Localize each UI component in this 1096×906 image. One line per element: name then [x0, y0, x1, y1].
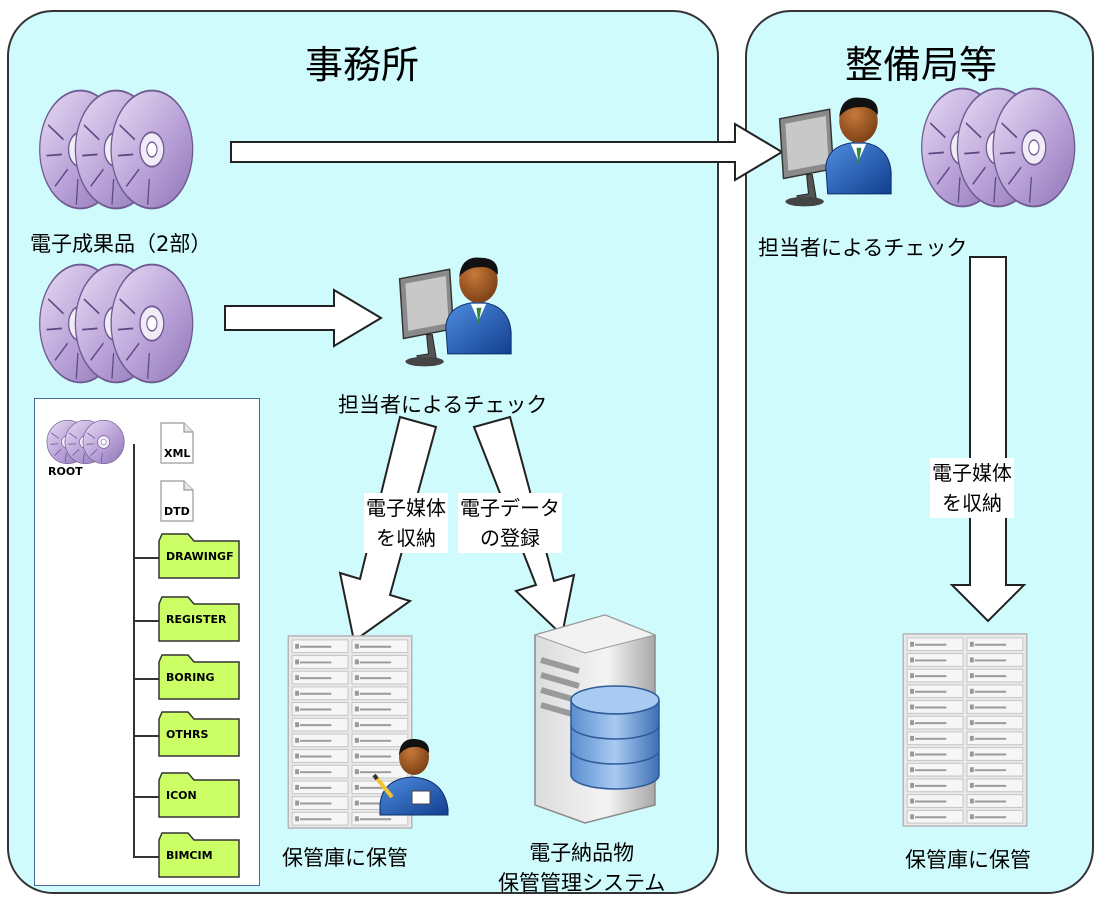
disc-stack-1-icon [38, 82, 208, 217]
bureau-title: 整備局等 [845, 43, 998, 87]
storage-office-label: 保管庫に保管 [282, 846, 408, 870]
delivery-system-label: 電子納品物 保管管理システム [498, 838, 665, 898]
folder-register-icon: REGISTER [158, 596, 240, 642]
disc-stack-3-icon [920, 80, 1090, 215]
arrow-to-office-check-icon [224, 288, 383, 348]
server-database-icon [505, 605, 665, 825]
electronic-deliverables-label: 電子成果品（2部） [30, 232, 212, 256]
root-disc-icon [46, 417, 132, 467]
store-media-office-line-2: を収納 [376, 526, 436, 550]
disc-stack-2-icon [38, 256, 208, 391]
register-data-line-1: 電子データ [460, 496, 560, 520]
staff-writing-icon [372, 738, 449, 816]
check-by-staff-bureau-label: 担当者によるチェック [758, 236, 968, 260]
check-by-staff-office-label: 担当者によるチェック [338, 393, 548, 417]
tree-branch [133, 620, 159, 622]
file-dtd-icon: DTD [160, 480, 194, 522]
arrow-store-media-bureau-icon [949, 256, 1027, 623]
tree-trunk [133, 444, 135, 856]
file-label: XML [164, 447, 191, 460]
register-data-line-2: の登録 [480, 526, 540, 550]
folder-bimcim-icon: BIMCIM [158, 832, 240, 878]
file-label: DTD [164, 505, 190, 518]
tree-branch [133, 678, 159, 680]
folder-label: DRAWINGF [166, 550, 234, 563]
file-xml-icon: XML [160, 422, 194, 464]
delivery-system-line-2: 保管管理システム [498, 871, 666, 895]
folder-othrs-icon: OTHRS [158, 711, 240, 757]
folder-label: BIMCIM [166, 849, 213, 862]
staff-at-pc-office-icon [390, 250, 515, 375]
store-media-bureau-line-2: を収納 [942, 491, 1002, 515]
folder-icon-icon: ICON [158, 772, 240, 818]
store-media-bureau-label: 電子媒体 を収納 [930, 458, 1014, 518]
folder-boring-icon: BORING [158, 654, 240, 700]
delivery-system-line-1: 電子納品物 [529, 841, 635, 865]
store-media-office-label: 電子媒体 を収納 [364, 493, 448, 553]
store-media-bureau-line-1: 電子媒体 [932, 461, 1012, 485]
root-label: ROOT [48, 465, 83, 478]
folder-label: ICON [166, 789, 197, 802]
folder-drawingf-icon: DRAWINGF [158, 533, 240, 579]
tree-branch [133, 796, 159, 798]
tree-branch [133, 735, 159, 737]
folder-label: BORING [166, 671, 215, 684]
tree-branch [133, 557, 159, 559]
register-data-label: 電子データ の登録 [458, 493, 562, 553]
storage-bureau-label: 保管庫に保管 [905, 848, 1031, 872]
office-title: 事務所 [305, 43, 420, 87]
arrow-to-bureau-icon [230, 122, 784, 182]
store-media-office-line-1: 電子媒体 [366, 496, 446, 520]
folder-label: OTHRS [166, 728, 209, 741]
staff-at-pc-bureau-icon [770, 90, 895, 215]
tree-branch [133, 856, 159, 858]
storage-cabinet-bureau-icon [902, 633, 1028, 827]
folder-label: REGISTER [166, 613, 227, 626]
